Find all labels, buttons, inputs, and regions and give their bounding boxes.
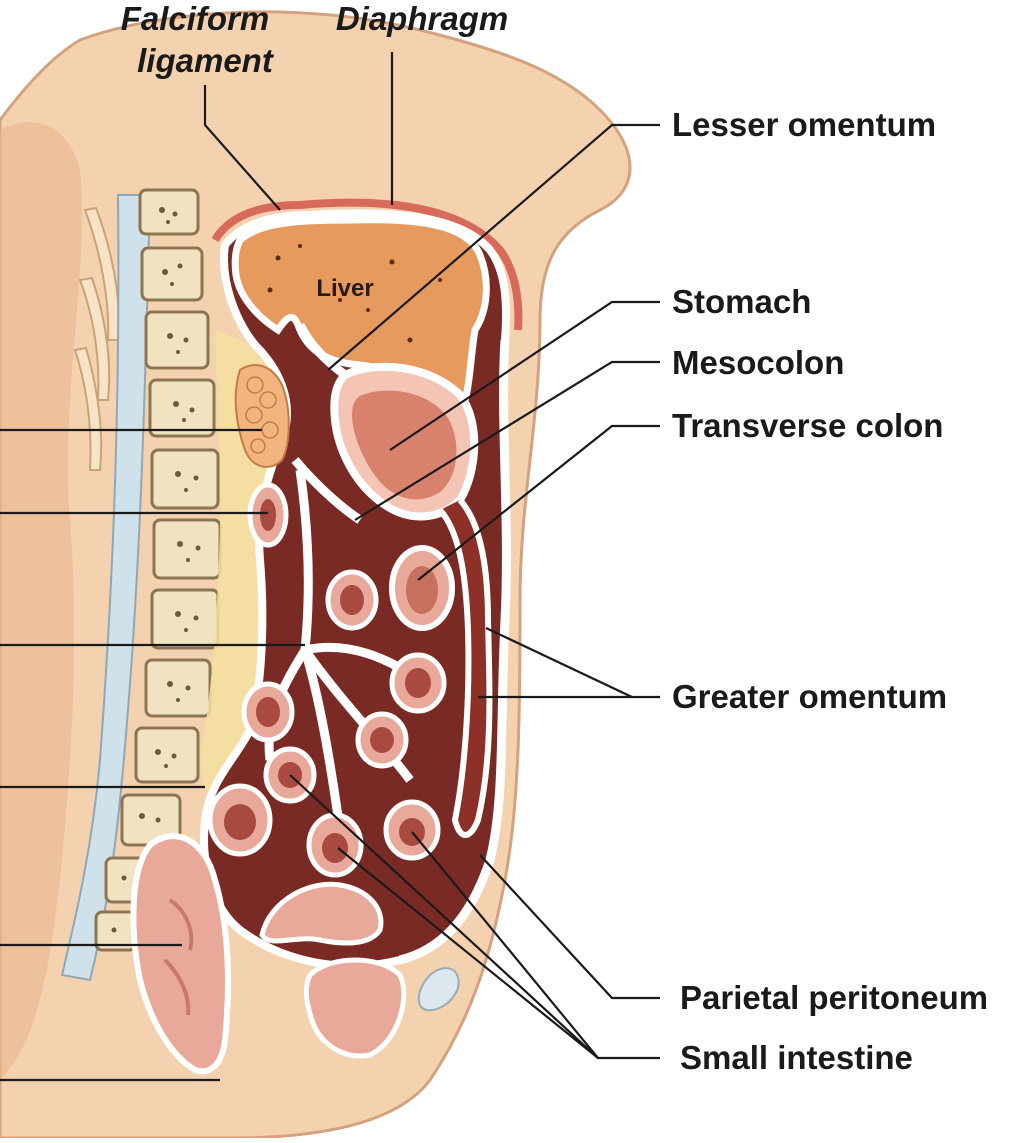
label-liver: Liver [316, 275, 373, 302]
intestine-loop-2 [392, 655, 444, 711]
label-parietal-peritoneum: Parietal peritoneum [680, 979, 988, 1016]
intestine-loop-7 [309, 815, 361, 875]
intestine-loop-4 [358, 714, 406, 766]
intestine-loop-6 [210, 786, 270, 854]
label-lesser-omentum: Lesser omentum [672, 106, 936, 143]
label-transverse-colon: Transverse colon [672, 407, 943, 444]
intestine-loop-8 [386, 802, 438, 858]
duodenum [250, 485, 286, 545]
label-greater-omentum: Greater omentum [672, 678, 947, 715]
label-stomach: Stomach [672, 283, 811, 320]
label-falciform-line1: Falciform [121, 0, 270, 37]
intestine-loop-3 [244, 684, 292, 740]
label-mesocolon: Mesocolon [672, 344, 844, 381]
label-falciform-line2: ligament [137, 42, 275, 79]
intestine-loop-1 [328, 572, 376, 628]
label-diaphragm: Diaphragm [336, 0, 508, 37]
label-small-intestine: Small intestine [680, 1039, 913, 1076]
